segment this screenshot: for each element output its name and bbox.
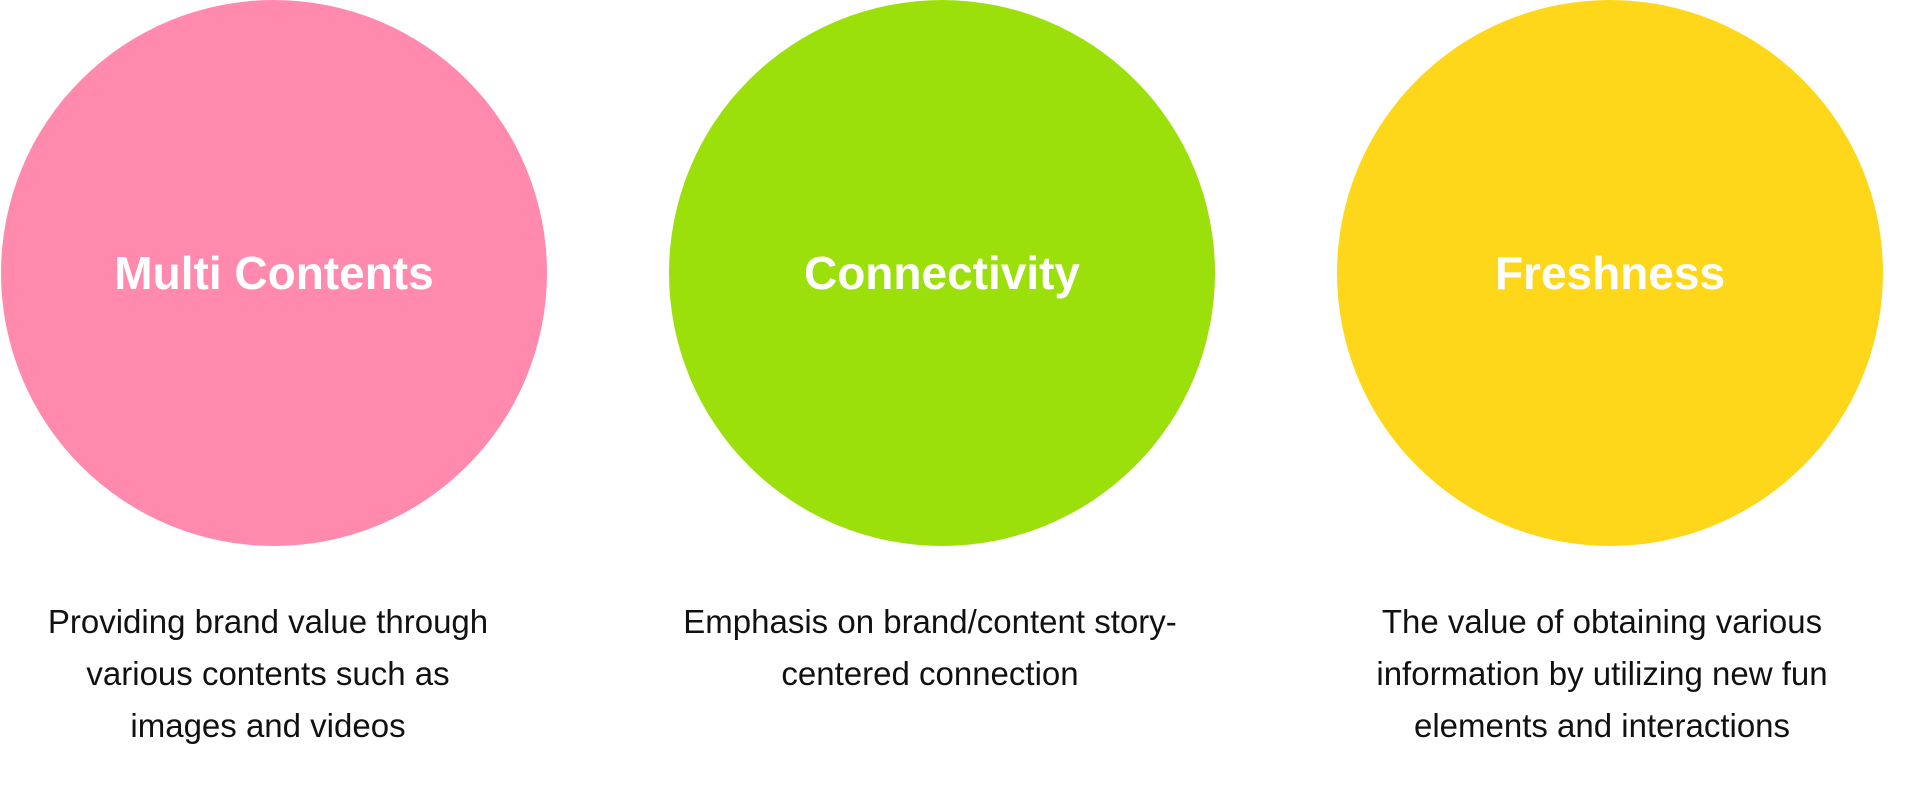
description-line: information by utilizing new fun xyxy=(1376,655,1828,692)
description-line: Emphasis on brand/content story- xyxy=(683,603,1177,640)
description-line: Providing brand value through xyxy=(47,603,489,640)
multi-contents-circle: Multi Contents xyxy=(1,0,547,546)
freshness-description: The value of obtaining various informati… xyxy=(1322,596,1882,752)
description-line: images and videos xyxy=(130,707,406,744)
connectivity-description: Emphasis on brand/content story- centere… xyxy=(650,596,1210,700)
description-line: various contents such as xyxy=(86,655,450,692)
multi-contents-title: Multi Contents xyxy=(114,247,434,299)
freshness-title: Freshness xyxy=(1494,247,1726,299)
description-line: The value of obtaining various xyxy=(1381,603,1823,640)
connectivity-title: Connectivity xyxy=(803,247,1081,299)
multi-contents-description: Providing brand value through various co… xyxy=(0,596,548,752)
description-line: centered connection xyxy=(781,655,1079,692)
connectivity-circle: Connectivity xyxy=(669,0,1215,546)
freshness-circle: Freshness xyxy=(1337,0,1883,546)
description-line: elements and interactions xyxy=(1413,707,1791,744)
